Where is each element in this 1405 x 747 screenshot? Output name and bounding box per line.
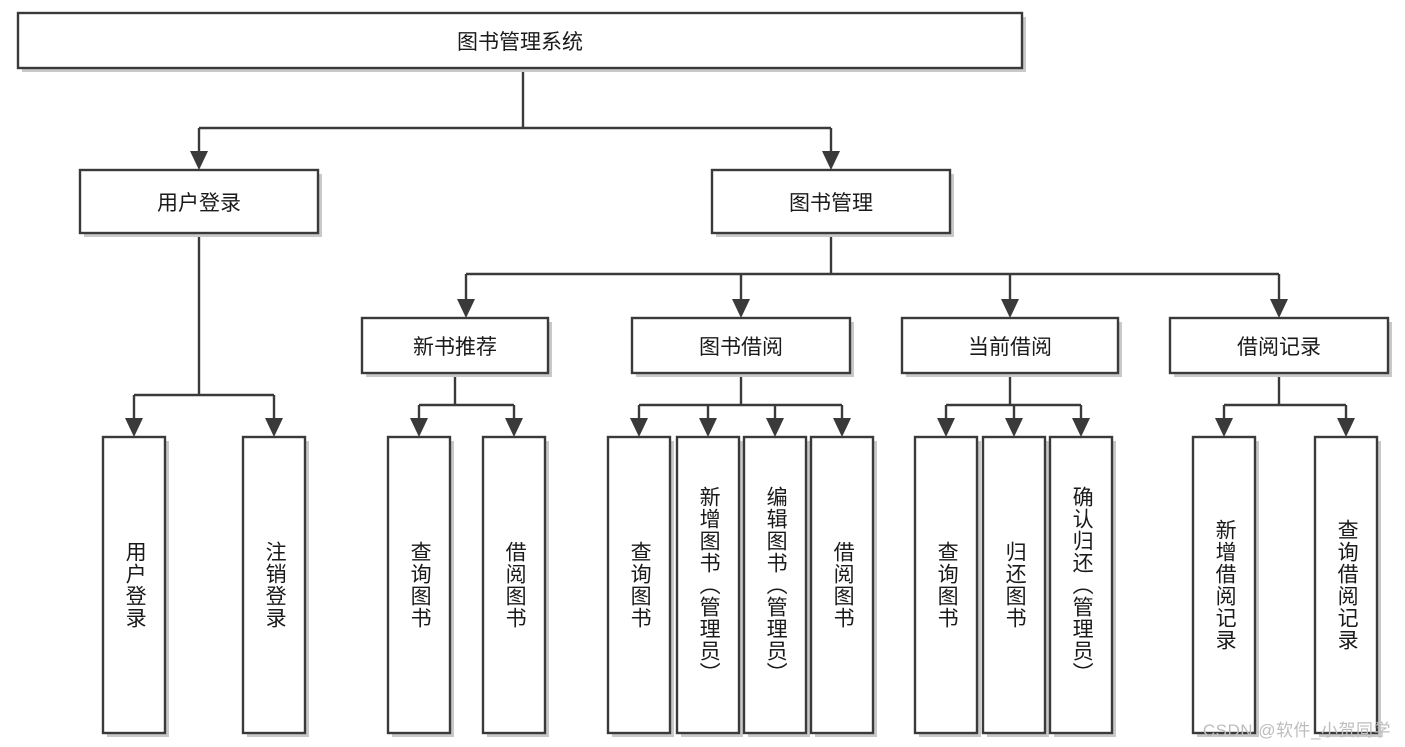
boxes-layer [16,11,1392,737]
login-arrow-1 [265,418,283,437]
group-arrow-3-1 [1337,418,1355,437]
level1-arrow-0 [190,151,208,170]
watermark-text: CSDN @软件_小贺同学 [1202,721,1391,740]
login-arrow-0 [125,418,143,437]
leaf-box-7[interactable] [809,435,875,735]
leaf-box-1[interactable] [241,435,307,735]
leaf-box-10[interactable] [1048,435,1114,735]
group-arrow-0-1 [505,418,523,437]
group-arrow-1-2 [766,418,784,437]
leaf-box-11[interactable] [1191,435,1257,735]
leaf-box-3[interactable] [481,435,547,735]
manage-arrow-2 [1001,299,1019,318]
group-arrow-3-0 [1215,418,1233,437]
root-box-0[interactable] [16,11,1024,70]
level2-box-1[interactable] [630,316,852,375]
leaf-box-0[interactable] [101,435,167,735]
group-arrow-1-0 [630,418,648,437]
group-arrow-2-1 [1005,418,1023,437]
manage-arrow-3 [1270,299,1288,318]
group-arrow-0-0 [410,418,428,437]
leaf-box-4[interactable] [606,435,672,735]
level2-box-0[interactable] [360,316,550,375]
leaf-box-8[interactable] [913,435,979,735]
level1-arrow-1 [822,151,840,170]
group-arrow-2-0 [937,418,955,437]
group-arrow-1-1 [699,418,717,437]
level1-box-0[interactable] [78,168,320,235]
manage-arrow-0 [457,299,475,318]
leaf-box-6[interactable] [742,435,808,735]
connectors-layer [125,68,1355,437]
level2-box-3[interactable] [1168,316,1390,375]
manage-arrow-1 [732,299,750,318]
group-arrow-2-2 [1072,418,1090,437]
leaf-box-12[interactable] [1313,435,1379,735]
leaf-box-2[interactable] [386,435,452,735]
leaf-box-9[interactable] [981,435,1047,735]
level1-box-1[interactable] [710,168,952,235]
leaf-box-5[interactable] [675,435,741,735]
level2-box-2[interactable] [900,316,1120,375]
group-arrow-1-3 [833,418,851,437]
